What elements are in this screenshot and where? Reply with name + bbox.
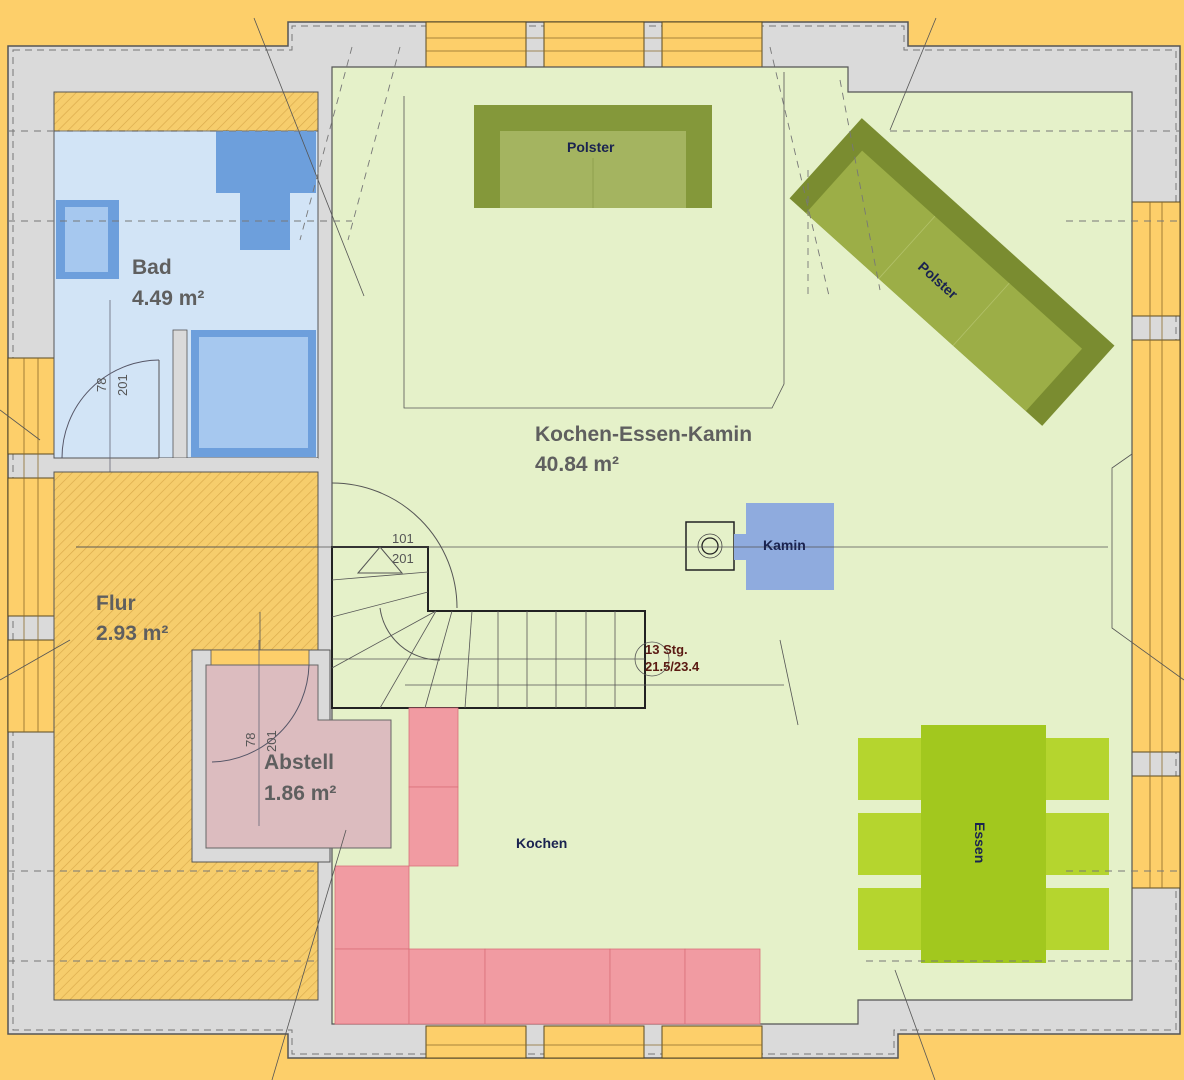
- abstell-door-frame: [210, 649, 310, 666]
- dining-label: Essen: [972, 822, 988, 863]
- kitchen-counter: [334, 707, 761, 1025]
- sofa-top-label: Polster: [567, 139, 615, 155]
- dining-set: [858, 725, 1109, 963]
- shower: [191, 330, 316, 457]
- bad-lower-wall: [159, 458, 318, 472]
- construction-lines: [0, 17, 1184, 1080]
- windows-top: [425, 21, 763, 68]
- sofa-top: [474, 105, 712, 208]
- windows-right: [1131, 201, 1181, 889]
- fireplace-label: Kamin: [763, 537, 806, 553]
- room-name-flur: Flur: [96, 592, 136, 615]
- sink: [56, 200, 119, 279]
- bad-door-height: 201: [115, 374, 130, 396]
- bad-door-width: 78: [94, 378, 109, 392]
- chimney: [685, 521, 735, 571]
- windows-left: [7, 357, 55, 733]
- hidden-lines: [8, 46, 1180, 962]
- room-area-flur: 2.93 m²: [96, 622, 168, 645]
- stair-steps-label: 13 Stg.: [645, 642, 688, 657]
- room-area-bad: 4.49 m²: [132, 287, 204, 310]
- stair-bottom-dim: 201: [392, 551, 414, 566]
- room-abstell: [205, 664, 392, 849]
- abstell-door-width: 78: [243, 733, 258, 747]
- abstell-door-height: 201: [264, 730, 279, 752]
- toilet: [216, 131, 316, 250]
- stair-ratio-label: 21.5/23.4: [645, 659, 700, 674]
- abstell-door-swing: [211, 664, 310, 763]
- room-name-abstell: Abstell: [264, 751, 334, 774]
- stair-top-dim: 101: [392, 531, 414, 546]
- windows-bottom: [425, 1025, 763, 1059]
- bad-hatched-strip: [53, 91, 319, 132]
- room-name-bad: Bad: [132, 256, 172, 279]
- room-area-abstell: 1.86 m²: [264, 782, 336, 805]
- room-name-kochen-essen-kamin: Kochen-Essen-Kamin: [535, 423, 752, 446]
- bad-partition: [172, 329, 188, 459]
- sofa-diagonal: [789, 118, 1115, 426]
- bad-door-swing: [61, 359, 160, 459]
- kitchen-label: Kochen: [516, 835, 567, 851]
- fireplace: [734, 503, 834, 590]
- room-area-kochen-essen-kamin: 40.84 m²: [535, 453, 619, 476]
